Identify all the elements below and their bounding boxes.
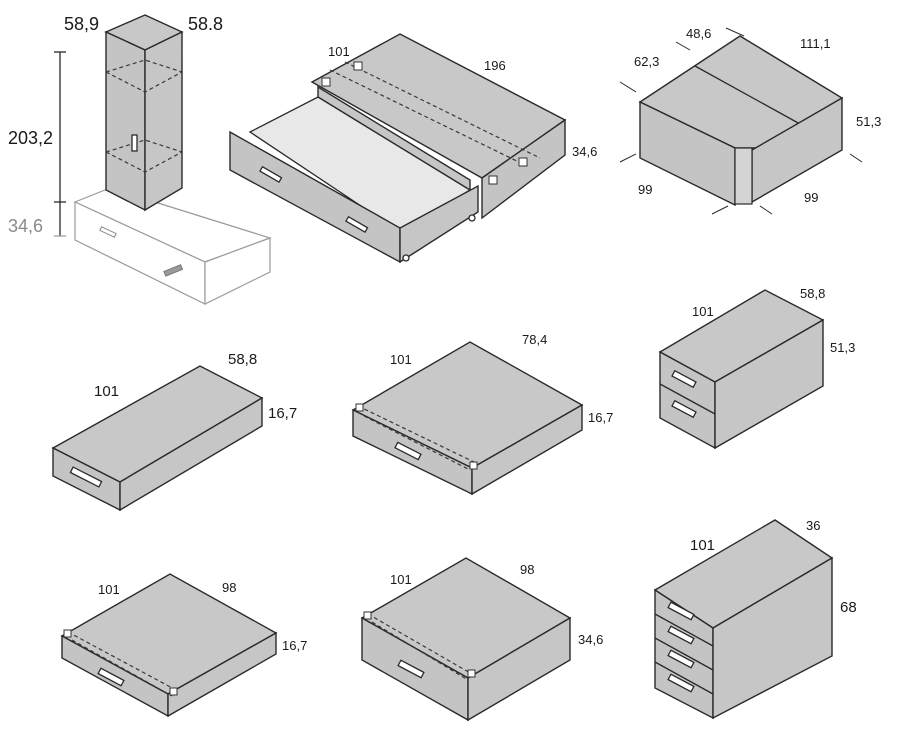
corner-front-left	[639, 100, 736, 207]
low-drawer-side	[119, 396, 263, 512]
low-drawer-height-label: 16,7	[268, 405, 297, 422]
low-drawer-deep-drawing: 101 78,4 16,7	[351, 332, 613, 496]
bed-length-label: 196	[484, 58, 506, 73]
bed-with-trundle-drawing: 101 196 34,6	[229, 33, 597, 264]
deep-drawer-width-label: 101	[390, 352, 412, 367]
corner-height-label: 51,3	[856, 114, 881, 129]
d98-width-label: 101	[98, 582, 120, 597]
wardrobe-height-label: 203,2	[8, 128, 53, 148]
d98-side	[167, 631, 277, 718]
low-drawer-handle	[69, 466, 103, 488]
base-height-label: 34,6	[8, 216, 43, 236]
t98-height-label: 34,6	[578, 632, 603, 647]
chest4-handle-1	[667, 601, 695, 621]
chest4-depth-label: 36	[806, 518, 820, 533]
wardrobe-side	[144, 30, 183, 212]
chest2-width-label: 101	[692, 304, 714, 319]
chest4-handle-2	[667, 625, 695, 645]
corner-left-label: 62,3	[634, 54, 659, 69]
d98-handle	[97, 667, 125, 687]
d98-depth-label: 98	[222, 580, 236, 595]
corner-unit-drawing: 48,6 111,1 62,3 51,3 99 99	[619, 26, 881, 215]
low-drawer-depth-label: 58,8	[228, 351, 257, 368]
wardrobe-front	[105, 30, 146, 212]
corner-bottom-right-label: 99	[804, 190, 818, 205]
deep-drawer-depth-label: 78,4	[522, 332, 547, 347]
chest4-handle-4	[667, 673, 695, 693]
low-drawer-width-label: 101	[94, 383, 119, 400]
t98-depth-label: 98	[520, 562, 534, 577]
wardrobe-width-label: 58,9	[64, 14, 99, 34]
bed-base-handle-1	[99, 226, 117, 238]
t98-handle	[397, 659, 425, 679]
wardrobe-depth-label: 58.8	[188, 14, 223, 34]
deep-drawer-handle	[394, 441, 422, 461]
deep-drawer-side	[471, 403, 583, 496]
chest4-side	[712, 556, 833, 720]
chest4-handle-3	[667, 649, 695, 669]
corner-top-a-label: 48,6	[686, 26, 711, 41]
four-drawer-chest-drawing: 101 36 68	[653, 518, 857, 720]
bed-height-label: 34,6	[572, 144, 597, 159]
chest2-depth-label: 58,8	[800, 286, 825, 301]
bed-base-side	[204, 237, 271, 305]
corner-bottom-left-label: 99	[638, 182, 652, 197]
chest4-height-label: 68	[840, 599, 857, 616]
two-drawer-chest-drawing: 101 58,8 51,3	[658, 286, 855, 450]
trundle-side	[399, 184, 479, 264]
trundle-handle-2	[345, 215, 369, 233]
low-drawer-98-drawing: 101 98 16,7	[60, 573, 307, 718]
trundle-rear-wall	[317, 85, 471, 192]
wardrobe-on-bed-drawing: 58,9 58.8 203,2 34,6	[8, 14, 272, 305]
chest4-width-label: 101	[690, 537, 715, 554]
chest2-handle-1	[671, 369, 697, 389]
tall-drawer-98-drawing: 101 98 34,6	[360, 557, 603, 722]
t98-side	[467, 616, 571, 722]
wardrobe-handle	[131, 134, 138, 152]
t98-width-label: 101	[390, 572, 412, 587]
trundle-handle-1	[259, 165, 283, 183]
corner-top-b-label: 111,1	[800, 36, 831, 51]
bed-front	[481, 118, 566, 220]
bed-width-label: 101	[328, 44, 350, 59]
chest2-handle-2	[671, 399, 697, 419]
chest2-side	[714, 318, 824, 450]
bed-base-handle-2	[163, 264, 184, 277]
d98-height-label: 16,7	[282, 638, 307, 653]
low-drawer-drawing: 101 58,8 16,7	[51, 351, 297, 512]
chest2-height-label: 51,3	[830, 340, 855, 355]
deep-drawer-height-label: 16,7	[588, 410, 613, 425]
